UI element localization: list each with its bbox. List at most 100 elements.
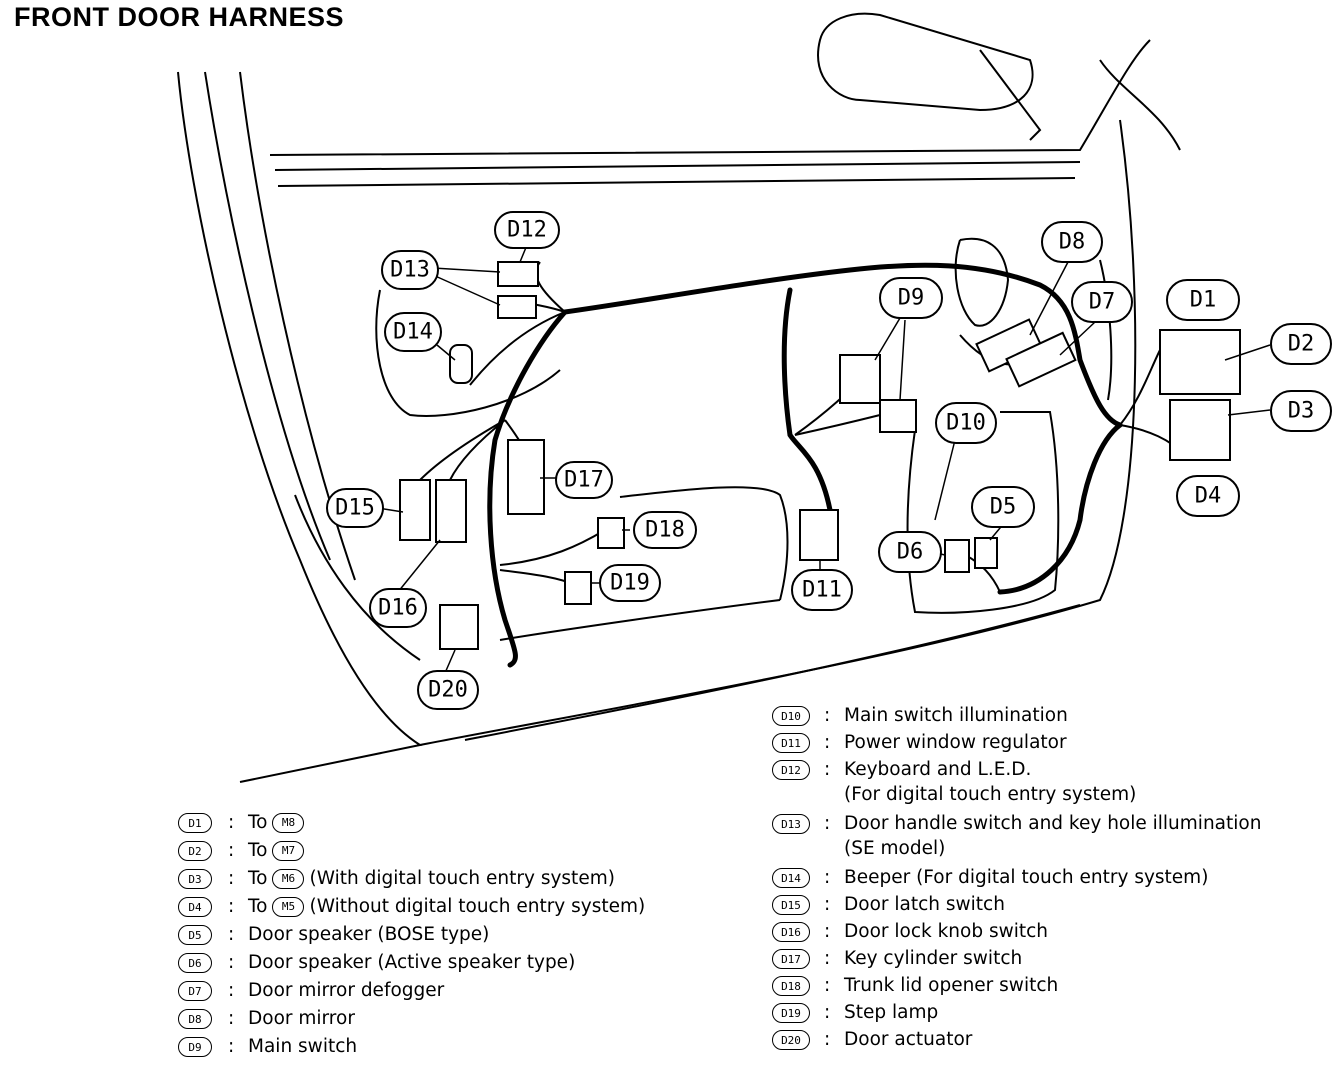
- callout-label: D19: [610, 571, 650, 596]
- legend-description: Door mirror: [248, 1006, 355, 1032]
- callout-d17: D17: [555, 461, 613, 499]
- connector-ref-badge: M8: [272, 813, 305, 833]
- legend-description: Main switch: [248, 1034, 357, 1060]
- callout-label: D9: [898, 286, 925, 311]
- callout-label: D20: [428, 678, 468, 703]
- callout-oval: [494, 211, 560, 249]
- door-harness-diagram: D1D2D3D4D5D6D7D8D9D10D11D12D13D14D15D16D…: [177, 12, 1332, 783]
- callout-d10: D10: [935, 402, 997, 444]
- code-badge: D8: [178, 1009, 212, 1029]
- connector-d18: [597, 517, 625, 549]
- legend-description: Keyboard and L.E.D.: [844, 759, 1032, 780]
- connector-d12: [497, 261, 539, 287]
- code-badge: D9: [178, 1037, 212, 1057]
- callout-d16: D16: [369, 588, 427, 628]
- callout-d12: D12: [494, 211, 560, 249]
- code-badge: D10: [772, 706, 810, 726]
- colon: :: [824, 975, 831, 996]
- callout-label: D4: [1195, 484, 1222, 509]
- colon: :: [228, 1036, 235, 1057]
- legend-prefix: To: [248, 868, 268, 889]
- colon: :: [824, 813, 831, 834]
- callout-label: D11: [802, 578, 842, 603]
- callout-oval: [971, 486, 1035, 528]
- legend-prefix: Door speaker (Active speaker type): [248, 952, 576, 973]
- connector-d13: [497, 295, 537, 319]
- colon: :: [824, 867, 831, 888]
- legend-description: Door latch switch: [844, 894, 1005, 915]
- legend-description: Power window regulator: [844, 732, 1067, 753]
- callout-label: D12: [507, 218, 547, 243]
- callout-d2: D2: [1270, 323, 1332, 365]
- code-badge: D3: [178, 869, 212, 889]
- callout-oval: [326, 488, 384, 528]
- colon: :: [228, 924, 235, 945]
- callout-d4: D4: [1176, 475, 1240, 517]
- code-badge: D15: [772, 895, 810, 915]
- legend-prefix: To: [248, 812, 268, 833]
- callout-d14: D14: [384, 312, 442, 352]
- callout-label: D10: [946, 411, 986, 436]
- connector-ref-badge: M7: [272, 841, 305, 861]
- callout-label: D1: [1190, 288, 1217, 313]
- legend-description: Door lock knob switch: [844, 921, 1049, 942]
- callout-d3: D3: [1270, 390, 1332, 432]
- callout-oval: [791, 569, 853, 611]
- page-title: FRONT DOOR HARNESS: [14, 2, 345, 32]
- legend-description: Key cylinder switch: [844, 948, 1023, 969]
- connector-d5: [974, 537, 998, 569]
- callout-oval: [381, 250, 439, 290]
- code-badge: D20: [772, 1030, 810, 1050]
- legend-description: Trunk lid opener switch: [844, 975, 1059, 996]
- main-harness: [487, 262, 1123, 668]
- connector-d6: [944, 539, 970, 573]
- callout-d7: D7: [1071, 281, 1133, 323]
- callout-oval: [1176, 475, 1240, 517]
- colon: :: [824, 948, 831, 969]
- legend-prefix: Door mirror: [248, 1008, 355, 1029]
- callout-d18: D18: [633, 511, 697, 549]
- code-badge: D16: [772, 922, 810, 942]
- callout-oval: [384, 312, 442, 352]
- colon: :: [824, 894, 831, 915]
- callout-d19: D19: [599, 564, 661, 602]
- callout-label: D17: [564, 468, 604, 493]
- code-badge: D18: [772, 976, 810, 996]
- connector-ref-badge: M5: [272, 897, 305, 917]
- callout-oval: [879, 277, 943, 319]
- callout-label: D5: [990, 495, 1017, 520]
- callout-d9: D9: [879, 277, 943, 319]
- code-badge: D19: [772, 1003, 810, 1023]
- legend-description: Door speaker (Active speaker type): [248, 950, 575, 976]
- callout-d8: D8: [1041, 221, 1103, 263]
- callout-label: D3: [1288, 399, 1315, 424]
- connector-d16: [435, 479, 467, 543]
- code-badge: D14: [772, 868, 810, 888]
- code-badge: D11: [772, 733, 810, 753]
- colon: :: [824, 732, 831, 753]
- legend-suffix: (Without digital touch entry system): [309, 896, 646, 917]
- connector-d14: [449, 344, 473, 384]
- connector-d9b: [879, 399, 917, 433]
- legend-description: Beeper (For digital touch entry system): [844, 867, 1209, 888]
- callout-label: D7: [1089, 290, 1116, 315]
- connector-d3-d4: [1169, 399, 1231, 461]
- legend-prefix: To: [248, 896, 268, 917]
- connector-d1-d2: [1159, 329, 1241, 395]
- colon: :: [824, 1029, 831, 1050]
- connector-d17: [507, 439, 545, 515]
- callout-oval: [1166, 279, 1240, 321]
- colon: :: [228, 952, 235, 973]
- callout-label: D6: [897, 540, 924, 565]
- connector-d19: [564, 571, 592, 605]
- callout-oval: [1041, 221, 1103, 263]
- connector-ref-badge: M6: [272, 869, 305, 889]
- legend-suffix: (With digital touch entry system): [309, 868, 615, 889]
- colon: :: [228, 896, 235, 917]
- legend-prefix: Door mirror defogger: [248, 980, 445, 1001]
- code-badge: D2: [178, 841, 212, 861]
- code-badge: D7: [178, 981, 212, 1001]
